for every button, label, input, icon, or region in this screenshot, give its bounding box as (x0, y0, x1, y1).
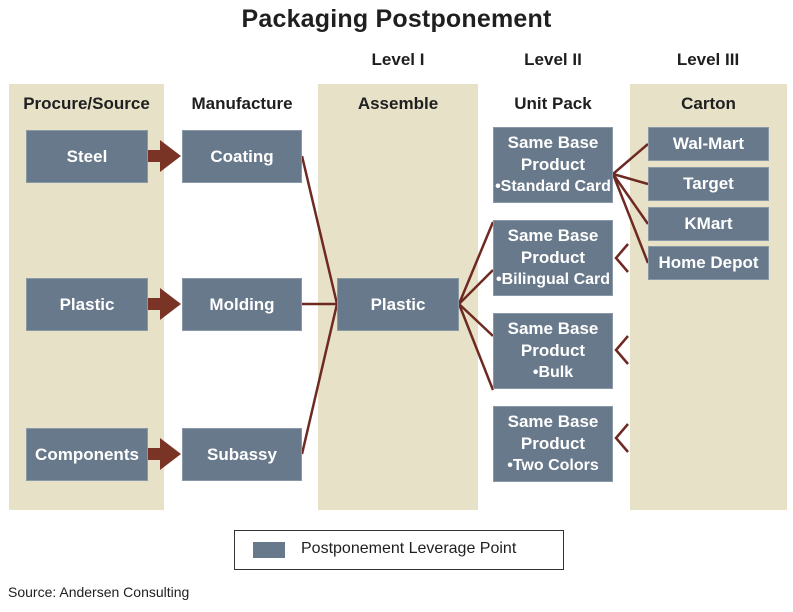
manufacture-coating: Coating (182, 130, 302, 183)
line-assemble-standard (457, 221, 495, 305)
carton-kmart: KMart (648, 207, 769, 241)
level-2-label: Level II (524, 50, 582, 69)
procure-plastic: Plastic (26, 278, 148, 331)
source-note: Source: Andersen Consulting (8, 584, 190, 600)
manufacture-molding: Molding (182, 278, 302, 331)
line-assemble-twocolors (457, 303, 495, 391)
carton-home-depot: Home Depot (648, 246, 769, 280)
legend: Postponement Leverage Point (234, 530, 564, 570)
carton-target: Target (648, 167, 769, 201)
line-standard-homedepot (611, 173, 650, 264)
unit-pack-line2: Product (520, 248, 586, 267)
line-subassy-assemble (300, 303, 339, 455)
unit-pack-line2: Product (520, 341, 586, 360)
unit-pack-two-colors: Same Base Product •Two Colors (493, 406, 613, 482)
manufacture-subassy: Subassy (182, 428, 302, 481)
level-3-label: Level III (676, 50, 740, 69)
level-1-label: Level I (371, 50, 425, 69)
unit-pack-line2: Product (520, 434, 586, 453)
procure-header: Procure/Source (23, 94, 150, 113)
unit-pack-option: •Two Colors (507, 457, 599, 474)
assemble-plastic: Plastic (337, 278, 459, 331)
arrow-components-subassy (148, 438, 181, 470)
procure-steel: Steel (26, 130, 148, 183)
arrow-steel-coating (148, 140, 181, 172)
unit-pack-option: •Standard Card (495, 178, 611, 195)
chevron-bulk (614, 335, 629, 365)
arrow-plastic-molding (148, 288, 181, 320)
unit-pack-line1: Same Base (507, 319, 599, 338)
line-assemble-bilingual (458, 269, 494, 305)
unit-pack-header: Unit Pack (514, 94, 592, 113)
unit-pack-option: •Bulk (532, 364, 574, 381)
unit-pack-line1: Same Base (507, 412, 599, 431)
manufacture-header: Manufacture (191, 94, 293, 113)
line-standard-target (612, 172, 649, 186)
legend-label: Postponement Leverage Point (301, 540, 517, 557)
unit-pack-line1: Same Base (507, 226, 599, 245)
chevron-bilingual (614, 243, 629, 273)
unit-pack-line1: Same Base (507, 133, 599, 152)
line-standard-kmart (611, 173, 650, 225)
unit-pack-line2: Product (520, 155, 586, 174)
legend-swatch (253, 542, 285, 558)
unit-pack-standard-card: Same Base Product •Standard Card (493, 127, 613, 203)
procure-components: Components (26, 428, 148, 481)
line-coating-assemble (300, 155, 339, 305)
unit-pack-bilingual-card: Same Base Product •Bilingual Card (493, 220, 613, 296)
line-standard-walmart (612, 143, 649, 175)
unit-pack-option: •Bilingual Card (495, 271, 611, 288)
chevron-twocolors (614, 423, 629, 453)
carton-header: Carton (681, 94, 736, 113)
assemble-header: Assemble (357, 94, 439, 113)
line-assemble-bulk (458, 303, 494, 337)
carton-walmart: Wal-Mart (648, 127, 769, 161)
diagram-title: Packaging Postponement (241, 5, 552, 33)
unit-pack-bulk: Same Base Product •Bulk (493, 313, 613, 389)
